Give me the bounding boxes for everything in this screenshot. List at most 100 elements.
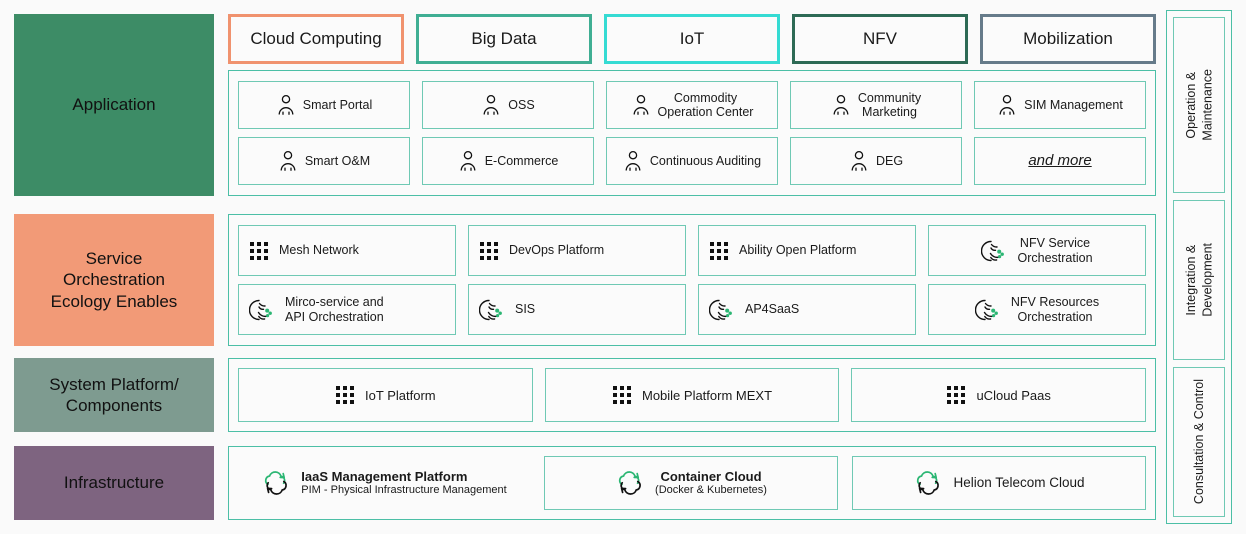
infra-item-title: IaaS Management Platform [301, 468, 468, 484]
person-icon [625, 150, 641, 171]
service-item-ability-open-platform[interactable]: Ability Open Platform [698, 225, 916, 276]
application-panel: Smart Portal OSS Commodity Operation Cen… [228, 70, 1156, 196]
service-item-label: Ability Open Platform [739, 243, 857, 257]
app-item-continuous-auditing[interactable]: Continuous Auditing [606, 137, 778, 185]
app-item-commodity-operation-center[interactable]: Commodity Operation Center [606, 81, 778, 129]
app-item-community-marketing[interactable]: Community Marketing [790, 81, 962, 129]
service-item-sis[interactable]: SIS [468, 284, 686, 335]
service-item-label: NFV Service Orchestration [1017, 235, 1093, 265]
cross-cutting-operation-maintenance[interactable]: Operation & Maintenance [1173, 17, 1225, 193]
app-item-smart-om[interactable]: Smart O&M [238, 137, 410, 185]
service-orchestration-panel: Mesh Network DevOps Platform Ability Ope… [228, 214, 1156, 346]
grid-dots-icon [710, 241, 728, 260]
system-item-mobile-platform-mext[interactable]: Mobile Platform MEXT [544, 368, 840, 422]
service-item-nfv-resources-orchestration[interactable]: NFV Resources Orchestration [928, 284, 1146, 335]
infra-item-subtitle: (Docker & Kubernetes) [655, 484, 767, 497]
service-item-mesh-network[interactable]: Mesh Network [238, 225, 456, 276]
app-item-e-commerce[interactable]: E-Commerce [422, 137, 594, 185]
infra-item-text: Helion Telecom Cloud [953, 475, 1084, 491]
system-item-label: IoT Platform [365, 387, 436, 403]
banner-label: IoT [679, 29, 705, 48]
app-item-label: OSS [508, 97, 535, 112]
person-icon [460, 150, 476, 171]
banner-label: Mobilization [1023, 29, 1113, 48]
person-icon [280, 150, 296, 171]
infra-item-container-cloud[interactable]: Container Cloud (Docker & Kubernetes) [544, 456, 838, 510]
service-row-1: Mesh Network DevOps Platform Ability Ope… [238, 225, 1146, 276]
system-item-iot-platform[interactable]: IoT Platform [238, 368, 533, 422]
person-icon [833, 94, 849, 115]
banner-nfv[interactable]: NFV [792, 14, 968, 64]
layer-label-text: Infrastructure [63, 473, 165, 493]
layer-label-text: Application [72, 95, 156, 115]
app-item-oss[interactable]: OSS [422, 81, 594, 129]
app-item-label: Smart Portal [302, 97, 373, 112]
app-item-and-more[interactable]: and more [974, 137, 1146, 185]
system-item-label: uCloud Paas [976, 387, 1051, 403]
grid-dots-icon [612, 386, 631, 404]
service-item-ap4saas[interactable]: AP4SaaS [698, 284, 916, 335]
cloud-refresh-icon [265, 471, 288, 495]
application-row-2: Smart O&M E-Commerce Continuous Auditing… [238, 137, 1146, 185]
person-icon [999, 94, 1015, 115]
person-icon [483, 94, 499, 115]
orchestration-icon [981, 240, 1005, 261]
orchestration-icon [249, 299, 272, 320]
person-icon [278, 94, 294, 115]
banner-label: Big Data [471, 29, 537, 48]
layer-label-text: Service Orchestration Ecology Enables [50, 249, 178, 311]
system-item-ucloud-paas[interactable]: uCloud Paas [851, 368, 1147, 422]
cross-cutting-label: Integration & Development [1183, 243, 1214, 317]
orchestration-icon [974, 299, 998, 320]
grid-dots-icon [250, 241, 268, 260]
banner-iot[interactable]: IoT [604, 14, 780, 64]
infra-item-subtitle: PIM - Physical Infrastructure Management [301, 484, 507, 497]
infra-item-text: IaaS Management Platform PIM - Physical … [301, 469, 506, 498]
infra-item-title: Helion Telecom Cloud [953, 474, 1085, 490]
service-item-micro-service-api-orchestration[interactable]: Mirco-service and API Orchestration [238, 284, 456, 335]
banner-label: Cloud Computing [250, 29, 382, 48]
grid-dots-icon [947, 386, 966, 404]
layer-label-system: System Platform/ Components [14, 358, 214, 432]
system-item-label: Mobile Platform MEXT [641, 387, 773, 403]
service-item-nfv-service-orchestration[interactable]: NFV Service Orchestration [928, 225, 1146, 276]
person-icon [633, 94, 648, 115]
app-item-label: Community Marketing [857, 90, 922, 119]
layer-label-text: System Platform/ Components [49, 374, 179, 415]
app-item-label: E-Commerce [484, 153, 559, 168]
application-row-1: Smart Portal OSS Commodity Operation Cen… [238, 81, 1146, 129]
service-item-label: Mesh Network [279, 243, 359, 257]
app-item-label: Continuous Auditing [649, 153, 762, 168]
cross-cutting-integration-development[interactable]: Integration & Development [1173, 200, 1225, 360]
app-item-sim-management[interactable]: SIM Management [974, 81, 1146, 129]
infra-item-helion-telecom-cloud[interactable]: Helion Telecom Cloud [852, 456, 1146, 510]
cloud-refresh-icon [618, 471, 641, 495]
orchestration-icon [479, 299, 502, 320]
app-item-label: and more [1028, 152, 1092, 170]
cross-cutting-label: Operation & Maintenance [1183, 69, 1214, 141]
app-item-smart-portal[interactable]: Smart Portal [238, 81, 410, 129]
system-platform-panel: IoT Platform Mobile Platform MEXT uCloud… [228, 358, 1156, 432]
grid-dots-icon [480, 241, 498, 260]
app-item-label: SIM Management [1024, 97, 1123, 112]
cross-cutting-consultation-control[interactable]: Consultation & Control [1173, 367, 1225, 517]
app-item-label: Smart O&M [304, 153, 371, 168]
infra-item-text: Container Cloud (Docker & Kubernetes) [655, 469, 767, 498]
banner-cloud-computing[interactable]: Cloud Computing [228, 14, 404, 64]
grid-dots-icon [336, 386, 355, 404]
banner-label: NFV [863, 29, 897, 48]
layer-label-service: Service Orchestration Ecology Enables [14, 214, 214, 346]
layer-label-application: Application [14, 14, 214, 196]
service-item-devops-platform[interactable]: DevOps Platform [468, 225, 686, 276]
banner-big-data[interactable]: Big Data [416, 14, 592, 64]
service-row-2: Mirco-service and API Orchestration SIS … [238, 284, 1146, 335]
app-item-deg[interactable]: DEG [790, 137, 962, 185]
banner-mobilization[interactable]: Mobilization [980, 14, 1156, 64]
infra-item-iaas-management-platform[interactable]: IaaS Management Platform PIM - Physical … [238, 456, 530, 510]
app-item-label: DEG [875, 153, 904, 168]
service-item-label: Mirco-service and API Orchestration [285, 294, 384, 324]
infrastructure-panel: IaaS Management Platform PIM - Physical … [228, 446, 1156, 520]
service-item-label: AP4SaaS [745, 302, 800, 316]
domain-banner-row: Cloud Computing Big Data IoT NFV Mobiliz… [228, 14, 1156, 64]
